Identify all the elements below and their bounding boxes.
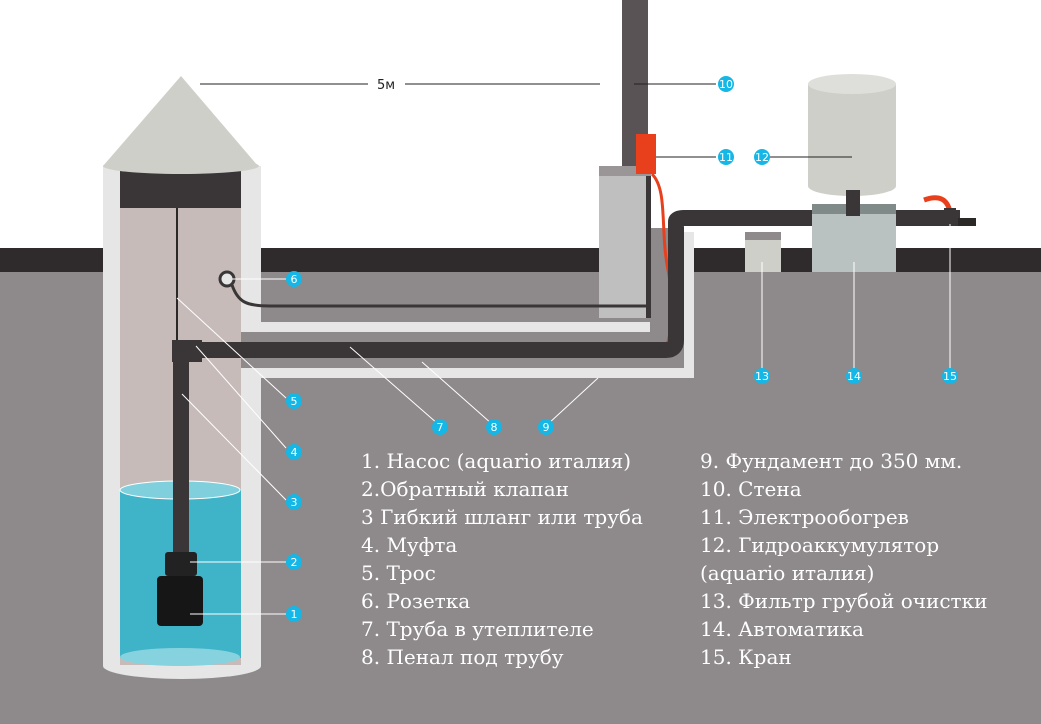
callout-number: 13 (755, 370, 769, 383)
leader-4 (195, 345, 287, 449)
callout-number: 7 (437, 421, 444, 434)
well-cap-base (120, 170, 241, 208)
callout-badge (432, 419, 448, 435)
callout-badge (286, 554, 302, 570)
callout-9: 9 (538, 419, 554, 435)
legend-item: 5. Трос (361, 561, 436, 585)
legend-item: 7. Труба в утеплителе (361, 617, 594, 641)
legend-item: 3 Гибкий шланг или труба (361, 505, 643, 529)
callout-13: 13 (754, 368, 770, 384)
tank-connector (846, 190, 860, 216)
callout-number: 4 (291, 446, 298, 459)
legend-item: 1. Насос (aquario италия) (361, 449, 632, 473)
legend-item: 9. Фундамент до 350 мм. (700, 449, 963, 473)
leader-8 (421, 361, 493, 425)
leader-lines-dark (634, 83, 852, 158)
callout-badge (718, 149, 734, 165)
legend-right: 9. Фундамент до 350 мм. 10. Стена 11. Элек… (700, 447, 1040, 671)
pressure-tank-top (808, 74, 896, 94)
legend-item: 13. Фильтр грубой очистки (700, 589, 988, 613)
callout-2: 2 (286, 554, 302, 570)
coupling (172, 340, 202, 362)
leader-lines (176, 224, 951, 615)
callout-5: 5 (286, 393, 302, 409)
callout-11: 11 (718, 149, 734, 165)
legend-item: 11. Электрообогрев (700, 505, 909, 529)
callout-number: 10 (719, 78, 733, 91)
callout-number: 3 (291, 496, 298, 509)
dimension-label: 5м (377, 78, 395, 93)
callout-3: 3 (286, 494, 302, 510)
callout-number: 11 (719, 151, 733, 164)
callout-number: 1 (291, 608, 298, 621)
callout-7: 7 (432, 419, 448, 435)
callout-number: 8 (491, 421, 498, 434)
legend-item: (aquario италия) (700, 561, 875, 585)
leader-9 (547, 377, 599, 425)
legend-item: 12. Гидроаккумулятор (700, 533, 940, 557)
callout-badge (286, 494, 302, 510)
callout-number: 9 (543, 421, 550, 434)
pressure-tank-bottom (808, 176, 896, 196)
legend-item: 14. Автоматика (700, 617, 864, 641)
power-cable (230, 176, 650, 308)
legend-item: 4. Муфта (361, 533, 458, 557)
legend-item: 8. Пенал под трубу (361, 645, 564, 669)
callout-4: 4 (286, 444, 302, 460)
coarse-filter-top (745, 232, 781, 240)
legend-item: 2.Обратный клапан (361, 477, 569, 501)
well-cone-rim (103, 158, 259, 174)
callout-8: 8 (486, 419, 502, 435)
legend-item: 6. Розетка (361, 589, 471, 613)
leader-5 (176, 297, 287, 399)
callout-15: 15 (942, 368, 958, 384)
pump (157, 576, 203, 626)
callout-number: 5 (291, 395, 298, 408)
callout-14: 14 (846, 368, 862, 384)
callout-number: 15 (943, 370, 957, 383)
pipe-channel-inner (241, 228, 684, 368)
legend-item: 10. Стена (700, 477, 802, 501)
callout-badge (942, 368, 958, 384)
socket (218, 270, 236, 288)
callout-12: 12 (754, 149, 770, 165)
legend-left: 1. Насос (aquario италия) 2.Обратный клап… (361, 447, 696, 671)
callout-badge (286, 393, 302, 409)
callout-badge (718, 76, 734, 92)
callout-badge (538, 419, 554, 435)
callout-10: 10 (718, 76, 734, 92)
check-valve (165, 552, 197, 576)
leader-7 (349, 346, 439, 425)
leader-3 (181, 393, 287, 501)
well-cone-roof (103, 76, 258, 166)
callout-1: 1 (286, 606, 302, 622)
wall-foundation (599, 166, 651, 318)
callout-number: 14 (847, 370, 861, 383)
callout-badge (754, 149, 770, 165)
callout-number: 6 (291, 273, 298, 286)
wall-foundation-top (599, 166, 651, 176)
legend-item: 15. Кран (700, 645, 792, 669)
callout-badge (754, 368, 770, 384)
tap (944, 208, 956, 226)
callout-badge (286, 606, 302, 622)
pressure-tank (808, 84, 896, 186)
pipe-end (958, 218, 976, 226)
callout-badge (286, 444, 302, 460)
callout-number: 12 (755, 151, 769, 164)
electric-heater (636, 134, 656, 174)
callout-number: 2 (291, 556, 298, 569)
water-bottom (120, 648, 240, 666)
callout-badge (486, 419, 502, 435)
callout-6: 6 (286, 271, 302, 287)
callout-badge (286, 271, 302, 287)
callout-badge (846, 368, 862, 384)
